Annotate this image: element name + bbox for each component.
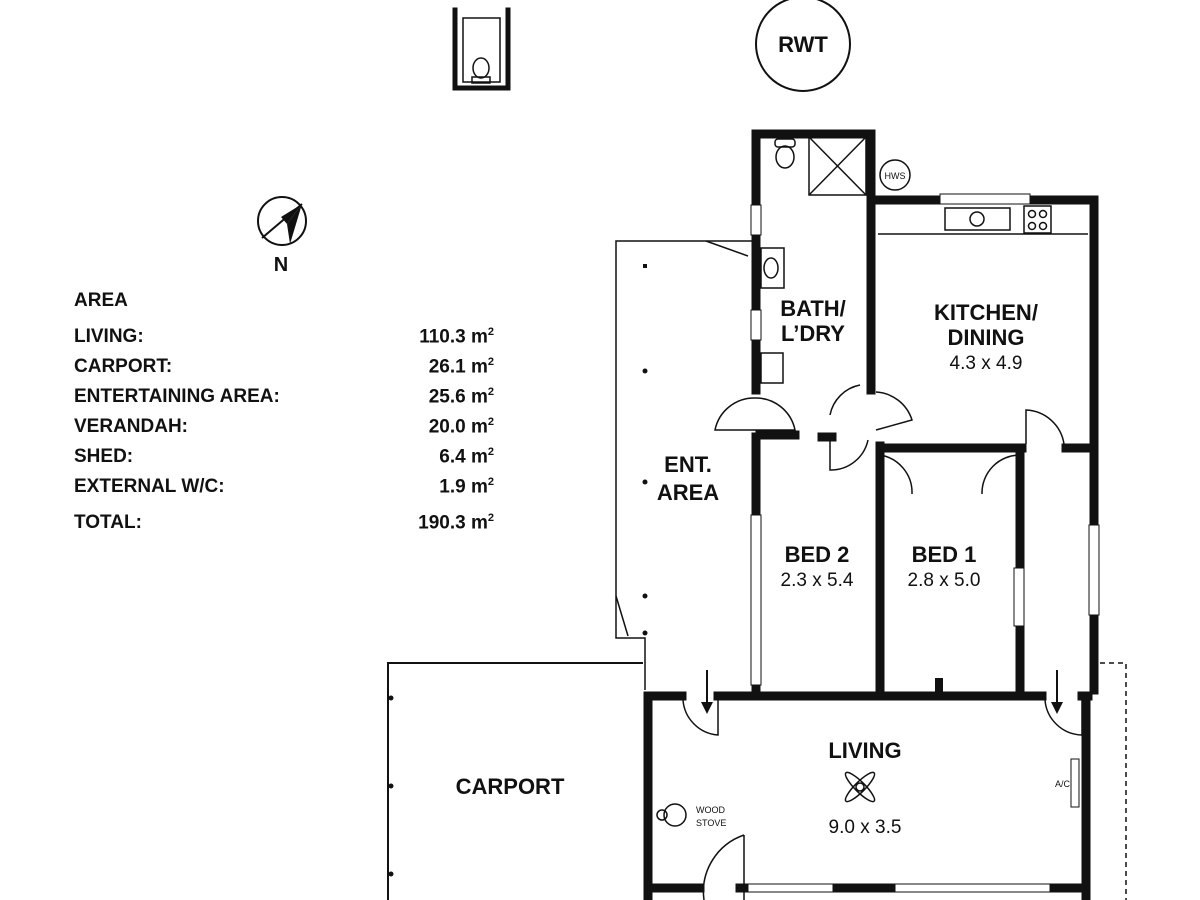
rainwater-tank: RWT bbox=[755, 0, 851, 92]
bathroom-fixtures bbox=[760, 136, 867, 384]
air-conditioner: A/C bbox=[1055, 758, 1080, 808]
svg-text:N: N bbox=[274, 254, 288, 276]
doors bbox=[682, 384, 1083, 900]
external-wc bbox=[452, 7, 511, 91]
svg-text:AREA: AREA bbox=[657, 480, 719, 505]
room-bath-laundry: BATH/ L’DRY bbox=[780, 296, 846, 346]
verandah-outline bbox=[1100, 662, 1127, 900]
svg-text:9.0 x 3.5: 9.0 x 3.5 bbox=[829, 817, 902, 838]
area-row-label: CARPORT: bbox=[74, 356, 173, 377]
area-row-label: SHED: bbox=[74, 446, 134, 467]
svg-text:4.3 x 4.9: 4.3 x 4.9 bbox=[950, 353, 1023, 374]
area-row: CARPORT: 26.1 m2 bbox=[74, 356, 494, 386]
room-bed-2: BED 2 2.3 x 5.4 bbox=[781, 542, 854, 591]
area-row: LIVING: 110.3 m2 bbox=[74, 326, 494, 356]
svg-text:CARPORT: CARPORT bbox=[456, 774, 565, 799]
area-row-value: 110.3 m2 bbox=[419, 326, 494, 348]
svg-text:ENT.: ENT. bbox=[664, 452, 712, 477]
svg-text:STOVE: STOVE bbox=[696, 818, 726, 828]
area-row-label: EXTERNAL W/C: bbox=[74, 476, 225, 497]
area-row-label: LIVING: bbox=[74, 326, 144, 347]
hot-water-system: HWS bbox=[879, 159, 911, 191]
area-title: AREA bbox=[74, 290, 128, 311]
svg-text:BED 2: BED 2 bbox=[785, 542, 850, 567]
area-schedule: AREA LIVING: 110.3 m2 CARPORT: 26.1 m2 ENTER… bbox=[74, 290, 494, 542]
carport-outline bbox=[387, 662, 643, 900]
svg-text:WOOD: WOOD bbox=[696, 805, 725, 815]
svg-text:2.8 x 5.0: 2.8 x 5.0 bbox=[908, 570, 981, 591]
north-compass-icon: N bbox=[257, 196, 307, 276]
svg-text:L’DRY: L’DRY bbox=[781, 321, 845, 346]
room-bed-1: BED 1 2.8 x 5.0 bbox=[908, 542, 981, 591]
room-carport: CARPORT bbox=[456, 774, 565, 799]
svg-text:BATH/: BATH/ bbox=[780, 296, 846, 321]
area-row: EXTERNAL W/C: 1.9 m2 bbox=[74, 476, 494, 506]
area-row-label: VERANDAH: bbox=[74, 416, 188, 437]
area-row-label: ENTERTAINING AREA: bbox=[74, 386, 280, 407]
area-row-value: 26.1 m2 bbox=[428, 356, 494, 378]
room-kitchen-dining: KITCHEN/ DINING 4.3 x 4.9 bbox=[934, 300, 1038, 374]
svg-text:BED 1: BED 1 bbox=[912, 542, 977, 567]
ceiling-fan-icon bbox=[844, 771, 876, 803]
kitchen-bench bbox=[878, 205, 1088, 235]
ent-area-outline bbox=[615, 240, 752, 690]
area-total-row: TOTAL: 190.3 m2 bbox=[74, 512, 494, 542]
area-row: SHED: 6.4 m2 bbox=[74, 446, 494, 476]
svg-text:DINING: DINING bbox=[948, 325, 1025, 350]
room-ent-area: ENT. AREA bbox=[657, 452, 719, 505]
area-row-value: 25.6 m2 bbox=[428, 386, 494, 408]
area-row-value: 20.0 m2 bbox=[428, 416, 494, 438]
windows bbox=[747, 193, 1100, 893]
svg-text:KITCHEN/: KITCHEN/ bbox=[934, 300, 1038, 325]
svg-text:RWT: RWT bbox=[778, 32, 828, 57]
area-row-value: 1.9 m2 bbox=[439, 476, 494, 498]
svg-text:HWS: HWS bbox=[885, 171, 906, 181]
svg-text:A/C: A/C bbox=[1055, 779, 1071, 789]
area-total-value: 190.3 m2 bbox=[418, 512, 494, 534]
area-row: VERANDAH: 20.0 m2 bbox=[74, 416, 494, 446]
area-row-value: 6.4 m2 bbox=[439, 446, 494, 468]
svg-text:LIVING: LIVING bbox=[828, 738, 901, 763]
area-total-label: TOTAL: bbox=[74, 512, 142, 533]
door-arrows bbox=[701, 670, 1063, 714]
area-row: ENTERTAINING AREA: 25.6 m2 bbox=[74, 386, 494, 416]
room-living: LIVING 9.0 x 3.5 bbox=[828, 738, 901, 838]
svg-text:2.3 x 5.4: 2.3 x 5.4 bbox=[781, 570, 854, 591]
wood-stove-icon: WOOD STOVE bbox=[656, 803, 726, 828]
